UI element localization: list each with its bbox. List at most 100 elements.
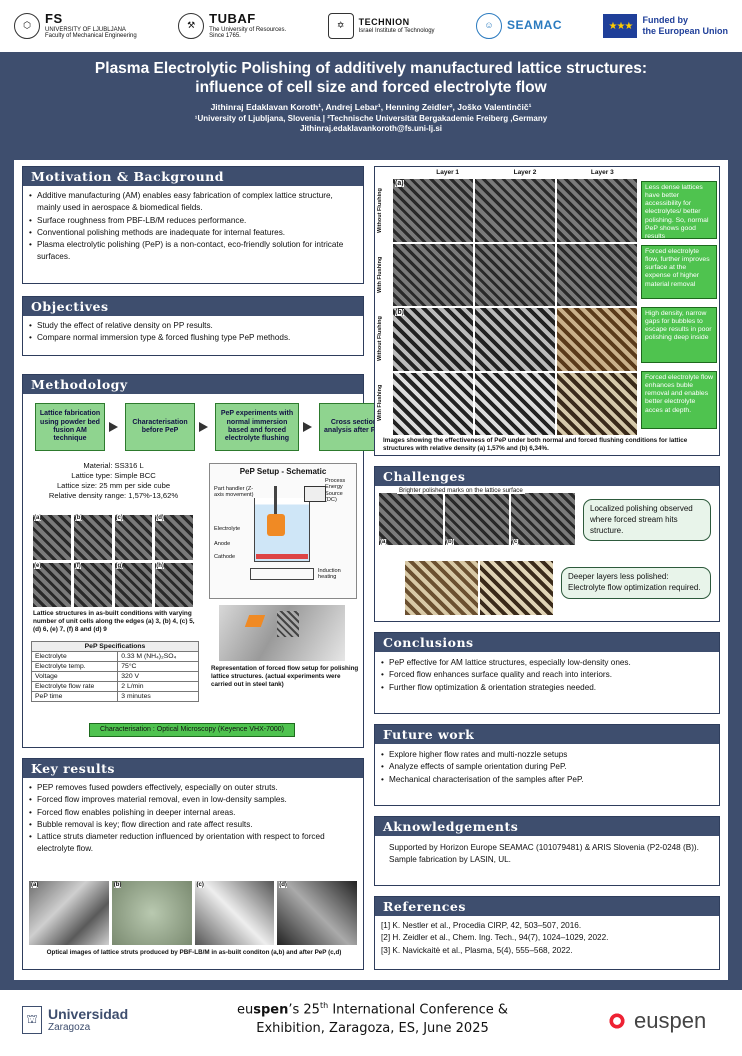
result-image — [393, 372, 473, 435]
result-image — [475, 372, 555, 435]
flow-step-pep-experiments: PeP experiments with normal immersion ba… — [215, 403, 299, 451]
row-labels: Without Flushing With Flushing Without F… — [377, 179, 391, 435]
lattice-sample-image: (c) — [114, 515, 153, 560]
poster-title: Plasma Electrolytic Polishing of additiv… — [94, 60, 648, 96]
zaragoza-name: Universidad — [48, 1005, 129, 1022]
seamac-people-icon: ☺ — [476, 13, 502, 39]
conf-brand: spen — [253, 1002, 289, 1018]
spec-key: Electrolyte temp. — [30, 661, 119, 672]
list-item: PEP removes fused powders effectively, e… — [29, 782, 357, 795]
lattice-sample-image: (h) — [155, 562, 193, 607]
objectives-section: Objectives Study the effect of relative … — [22, 296, 364, 356]
eu-line1: Funded by — [642, 14, 688, 25]
result-image: (b) — [393, 308, 473, 371]
conference-text: euspen’s 25th International Conference &… — [200, 1000, 545, 1039]
challenge-image-note: Brighter polished marks on the lattice s… — [397, 487, 525, 494]
list-item: PeP effective for AM lattice structures,… — [381, 657, 713, 670]
row-label: With Flushing — [377, 256, 383, 294]
result-image — [475, 179, 555, 242]
result-image — [557, 243, 637, 306]
poster-affiliations: ¹University of Ljubljana, Slovenia | ²Te… — [194, 113, 548, 123]
image-label: (a) — [31, 882, 39, 888]
lattice-sample-image: (b) — [73, 515, 112, 560]
sample-label: (e) — [34, 562, 42, 569]
result-note: Less dense lattices have better accessib… — [641, 181, 717, 240]
lattice-samples-grid: (a) (b) (c) (d) (e) (f) (g) (h) — [33, 515, 193, 607]
tubaf-logo-sub2: Since 1765. — [209, 33, 241, 40]
poster-footer: ⛫ Universidad Zaragoza euspen’s 25th Int… — [0, 987, 742, 1056]
conf-mid: ’s 25 — [288, 1002, 320, 1018]
sample-label: (a) — [34, 515, 42, 521]
key-results-section: Key results PEP removes fused powders ef… — [22, 758, 364, 970]
result-note: Forced electrolyte flow, further improve… — [641, 245, 717, 299]
tubaf-logo-name: TUBAF — [209, 11, 256, 27]
image-label: (b) — [446, 539, 454, 545]
spec-value: 3 minutes — [117, 691, 199, 702]
list-item: Forced flow enables polishing in deeper … — [29, 807, 357, 820]
image-label: (b) — [113, 882, 122, 888]
list-item: Study the effect of relative density on … — [29, 320, 357, 333]
sample-label: (d) — [156, 515, 164, 521]
list-item: Plasma electrolytic polishing (PeP) is a… — [29, 239, 357, 264]
row-label: With Flushing — [377, 384, 383, 422]
image-label: (a) — [380, 539, 388, 545]
euspen-logo: euspen — [604, 1008, 706, 1034]
material-info: Material: SS316 L Lattice type: Simple B… — [31, 461, 196, 500]
table-row: Electrolyte temp.75°C — [30, 661, 199, 672]
part-handler-rod — [274, 486, 277, 518]
ljubljana-logo-sub1: UNIVERSITY OF LJUBLJANA — [45, 26, 126, 33]
schematic-label-electrolyte: Electrolyte — [214, 526, 241, 532]
tubaf-logo-sub1: The University of Resources. — [209, 26, 287, 33]
eu-line2: the European Union — [642, 26, 728, 36]
zaragoza-logo: ⛫ Universidad Zaragoza — [22, 1006, 128, 1034]
strut-image: (d) — [277, 881, 357, 945]
spec-key: Electrolyte — [30, 651, 119, 662]
future-work-heading: Future work — [375, 725, 719, 744]
layer-label: Layer 1 — [436, 169, 460, 176]
reference-item: [3] K. Navickaitė et al., Plasma, 5(4), … — [381, 945, 573, 955]
schematic-title: PeP Setup - Schematic — [239, 467, 327, 476]
challenge-image: (b) — [445, 493, 509, 545]
methodology-flowchart: Lattice fabrication using powder bed fus… — [35, 403, 389, 451]
schematic-label-induction: Induction heating — [318, 568, 341, 581]
list-item: Mechanical characterisation of the sampl… — [381, 774, 713, 787]
challenge-image — [480, 561, 553, 615]
key-results-heading: Key results — [23, 759, 363, 778]
objectives-list: Study the effect of relative density on … — [29, 320, 357, 345]
future-work-list: Explore higher flow rates and multi-nozz… — [381, 749, 713, 786]
induction-heater — [250, 568, 314, 580]
list-item: Compare normal immersion type & forced f… — [29, 332, 357, 345]
nozzle-shape — [244, 615, 266, 627]
result-image — [475, 308, 555, 371]
future-work-section: Future work Explore higher flow rates an… — [374, 724, 720, 806]
tubaf-emblem-icon: ⚒ — [178, 12, 205, 39]
methodology-heading: Methodology — [23, 375, 363, 394]
poster-body-frame: Motivation & Background Additive manufac… — [0, 152, 742, 987]
ljubljana-logo: ⬡ FS UNIVERSITY OF LJUBLJANA Faculty of … — [14, 12, 137, 39]
list-item: Forced flow improves material removal, e… — [29, 794, 357, 807]
lattice-in-flow — [277, 611, 299, 637]
lattice-sample-image: (g) — [114, 562, 153, 607]
sample-label: (c) — [115, 515, 123, 521]
forced-flow-photo — [219, 605, 345, 661]
key-results-list: PEP removes fused powders effectively, e… — [29, 782, 357, 856]
panel-label: (b) — [395, 309, 404, 316]
anode-sample — [267, 514, 285, 536]
panel-label: (a) — [395, 180, 404, 187]
poster-authors: Jithinraj Edaklavan Koroth¹, Andrej Leba… — [210, 101, 532, 112]
result-image — [393, 243, 473, 306]
cathode-plate — [256, 554, 308, 559]
result-image — [557, 179, 637, 242]
poster-email: Jithinraj.edaklavankoroth@fs.uni-lj.si — [299, 123, 443, 133]
arrow-right-icon — [199, 422, 211, 432]
conf-sup: th — [319, 1001, 329, 1010]
strut-images-row: (a) (b) (c) (d) — [29, 881, 357, 945]
result-note: High density, narrow gaps for bubbles to… — [641, 307, 717, 363]
result-image — [475, 243, 555, 306]
lattice-size-text: Lattice size: 25 mm per side cube — [56, 480, 171, 490]
sample-label: (b) — [74, 515, 83, 521]
arrow-right-icon — [109, 422, 121, 432]
ljubljana-logo-name: FS — [45, 11, 63, 27]
